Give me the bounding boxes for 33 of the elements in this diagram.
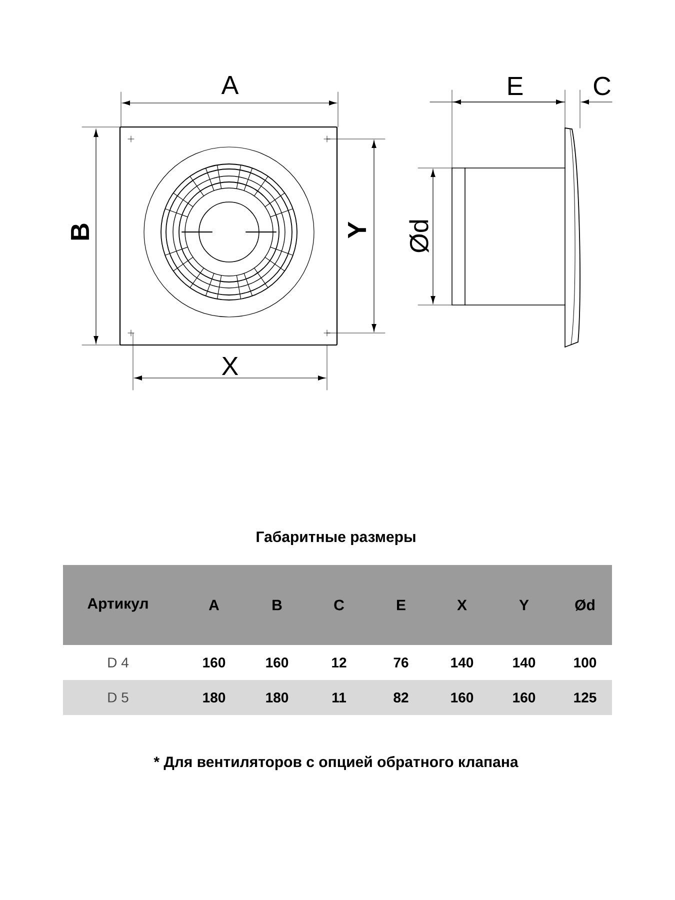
dimension-label: C [594, 76, 610, 96]
table-cell: 12 [332, 658, 346, 668]
footnote: * Для вентиляторов с опцией обратного клапана [154, 756, 518, 770]
dimension-label: E [508, 77, 523, 95]
column-header: B [272, 600, 282, 610]
table-cell: D 5 [108, 692, 128, 702]
column-header: C [334, 600, 344, 610]
table-cell: 140 [513, 658, 536, 668]
dimension-label: B [71, 224, 89, 240]
table-cell: 180 [266, 692, 288, 702]
column-header: X [457, 600, 467, 610]
table-cell: 180 [203, 692, 226, 702]
table-cell: 11 [332, 692, 346, 702]
column-header: Y [519, 600, 529, 610]
table-cell: 160 [451, 692, 474, 702]
table-cell: D 4 [108, 658, 128, 668]
column-header: A [208, 600, 220, 610]
column-header: Артикул [88, 598, 148, 612]
table-cell: 76 [394, 658, 408, 668]
dimension-label: Y [348, 222, 366, 238]
table-cell: 140 [451, 658, 474, 668]
table-cell: 82 [394, 692, 408, 702]
table-cell: 125 [574, 692, 596, 702]
dimension-label: X [222, 357, 238, 375]
dimension-label: Ød [409, 220, 429, 252]
column-header: Ød [575, 599, 594, 611]
table-cell: 160 [513, 692, 536, 702]
column-header: E [397, 600, 406, 610]
table-title: Габаритные размеры [256, 530, 416, 546]
table-cell: 160 [266, 658, 288, 668]
table-cell: 100 [574, 658, 596, 668]
table-cell: 160 [203, 658, 226, 668]
dimension-label: A [221, 76, 239, 94]
